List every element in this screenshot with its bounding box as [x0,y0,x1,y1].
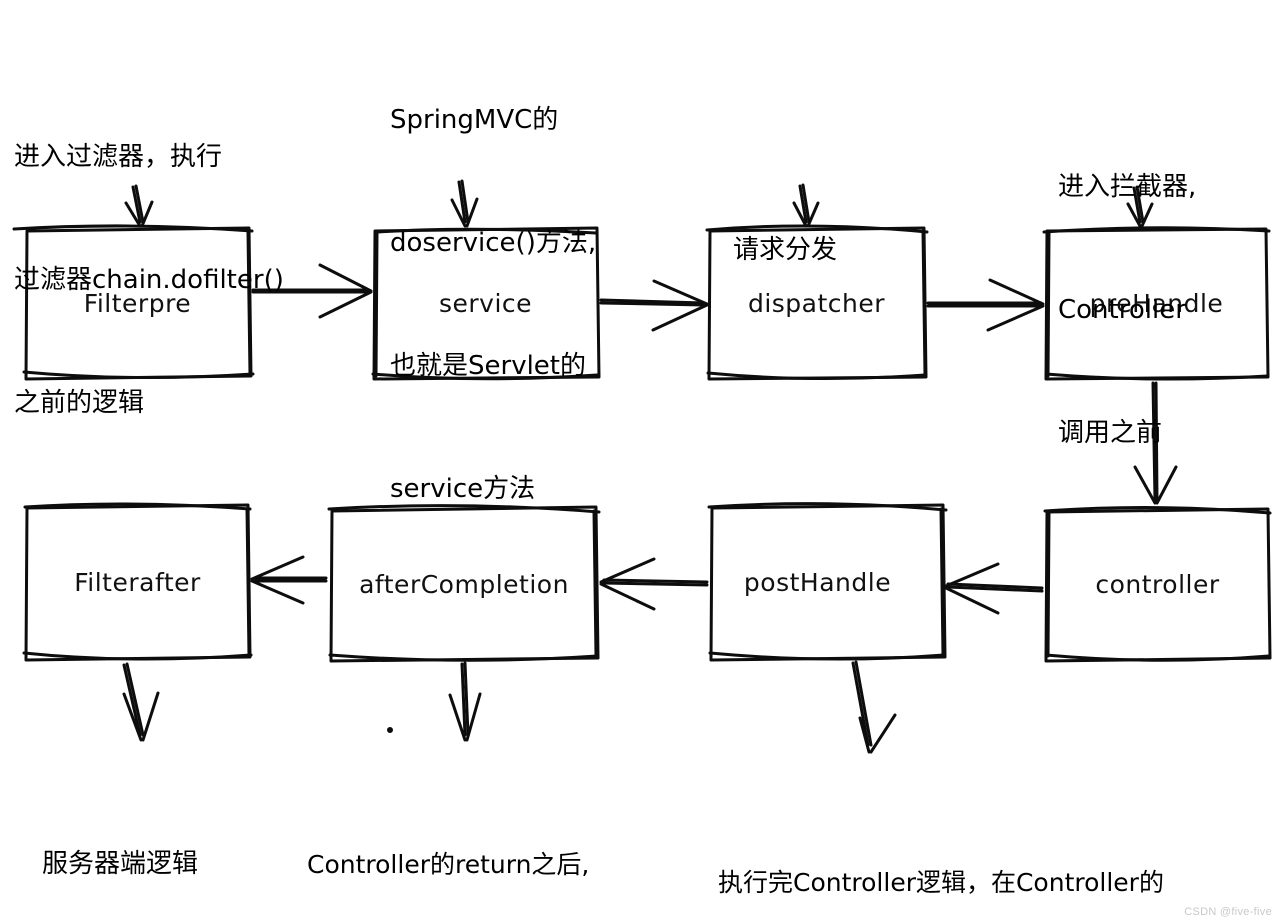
annotation-line: 进入拦截器, [1058,172,1197,202]
edge-aftercompletion-filterafter [250,555,328,605]
edge-controller-posthandle [944,562,1044,615]
node-label-filterafter[interactable]: Filterafter [74,568,201,597]
edge-service-dispatcher [599,279,709,332]
node-label-prehandle[interactable]: preHandle [1089,288,1224,318]
annotation-filterpre: 进入过滤器，执行 过滤器chain.dofilter() 之前的逻辑 [14,55,284,506]
annotation-prehandle: 进入拦截器, Controller 调用之前 [1058,85,1196,536]
node-label-controller[interactable]: controller [1095,569,1220,599]
annotation-line: Controller [1058,295,1186,325]
annotation-service: SpringMVC的 doservice()方法, 也就是Servlet的 se… [390,18,596,592]
node-label-posthandle[interactable]: postHandle [743,568,892,597]
edge-posthandle-aftercompletion [599,557,709,611]
annotation-line: 请求分发 [733,235,838,265]
annotation-posthandle: 执行完Controller逻辑，在Controller的 return Mode… [718,783,1164,924]
annotation-line: 服务器端逻辑 [42,849,199,879]
annotation-line: 调用之前 [1058,418,1163,448]
leader-arrow-aftercompletion [448,661,482,742]
node-label-service[interactable]: service [438,288,533,318]
node-label-aftercompletion[interactable]: afterCompletion [359,569,569,599]
node-label-dispatcher[interactable]: dispatcher [747,288,886,318]
annotation-line: Controller的return之后, [307,850,590,879]
annotation-line: 之前的逻辑 [14,388,145,418]
edge-dispatcher-prehandle [926,278,1045,332]
annotation-line: service方法 [390,474,536,504]
annotation-line: 也就是Servlet的 [390,351,586,381]
leader-arrow-posthandle [851,660,897,754]
annotation-line: doservice()方法, [390,228,597,258]
leader-arrow-filterafter [122,662,160,742]
watermark: CSDN @five-five [1184,906,1272,918]
annotation-line: SpringMVC的 [390,105,559,135]
annotation-aftercompletion: Controller的return之后, 但是在Filter返回给 客户端之前执… [307,765,589,924]
annotation-dispatcher: 请求分发 [733,148,837,353]
annotation-line: 过滤器chain.dofilter() [14,265,284,295]
annotation-line: 进入过滤器，执行 [14,142,223,172]
node-label-filterpre[interactable]: Filterpre [83,288,192,318]
annotation-line: 执行完Controller逻辑，在Controller的 [718,868,1164,897]
annotation-filterafter: 服务器端逻辑 全部执行完成 返回给客户端 之前的逻辑 [42,762,198,924]
